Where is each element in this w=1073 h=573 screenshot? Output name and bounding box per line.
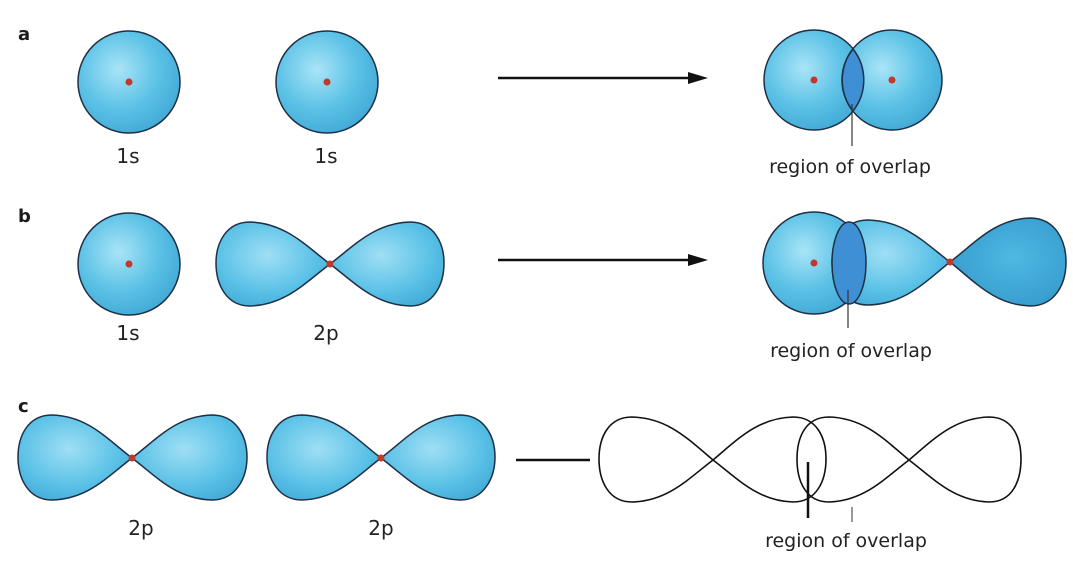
p-lobe-left: [215, 221, 332, 307]
orbital-2p: [215, 221, 445, 307]
panel-b: b 1s 2p region of overlap: [18, 206, 1067, 362]
orbital-2p-right: [266, 414, 496, 501]
orbital-label: 1s: [116, 144, 139, 168]
panel-a: a 1s 1s region of overlap: [18, 24, 943, 178]
reaction-arrow: [498, 72, 708, 84]
overlap-region: [831, 221, 867, 305]
nucleus-dot: [888, 76, 896, 84]
overlap-region: [841, 47, 865, 113]
nucleus-dot: [125, 260, 133, 268]
panel-a-label: a: [18, 24, 30, 45]
orbital-1s-right: [275, 30, 379, 134]
p-lobe-outline: [907, 416, 1022, 503]
p-lobe-outline: [598, 416, 715, 503]
nucleus-dot: [125, 78, 133, 86]
p-lobe-right: [130, 414, 248, 501]
p-lobe-left: [266, 414, 383, 501]
orbital-label: 2p: [128, 516, 153, 540]
nucleus-dot: [326, 260, 334, 268]
p-lobe-outline: [711, 416, 827, 503]
reaction-arrow: [498, 254, 708, 266]
combined-s-s: [763, 29, 943, 146]
panel-c-label: c: [18, 396, 29, 417]
p-lobe-left: [17, 414, 134, 501]
overlap-label: region of overlap: [769, 156, 931, 178]
nucleus-dot: [946, 258, 954, 266]
nucleus-dot: [810, 76, 818, 84]
orbital-label: 2p: [368, 516, 393, 540]
p-lobe-right: [379, 414, 496, 501]
orbital-1s-left: [77, 30, 181, 134]
panel-b-label: b: [18, 206, 31, 227]
p-lobe-outline: [796, 416, 911, 503]
overlap-label: region of overlap: [770, 340, 932, 362]
p-lobe-right: [948, 217, 1067, 307]
nucleus-dot: [810, 259, 818, 267]
panel-c: c 2p 2p region of overlap: [17, 396, 1022, 552]
orbital-label: 1s: [314, 144, 337, 168]
nucleus-dot: [323, 78, 331, 86]
orbital-1s: [77, 212, 181, 316]
p-lobe-right: [328, 221, 445, 307]
combined-p-p-outline: [598, 416, 1022, 503]
orbital-label: 2p: [313, 321, 338, 345]
orbital-label: 1s: [116, 321, 139, 345]
overlap-label: region of overlap: [765, 530, 927, 552]
nucleus-dot: [377, 454, 385, 462]
orbital-2p-left: [17, 414, 248, 501]
combined-s-p: [762, 211, 1067, 328]
nucleus-dot: [128, 454, 136, 462]
